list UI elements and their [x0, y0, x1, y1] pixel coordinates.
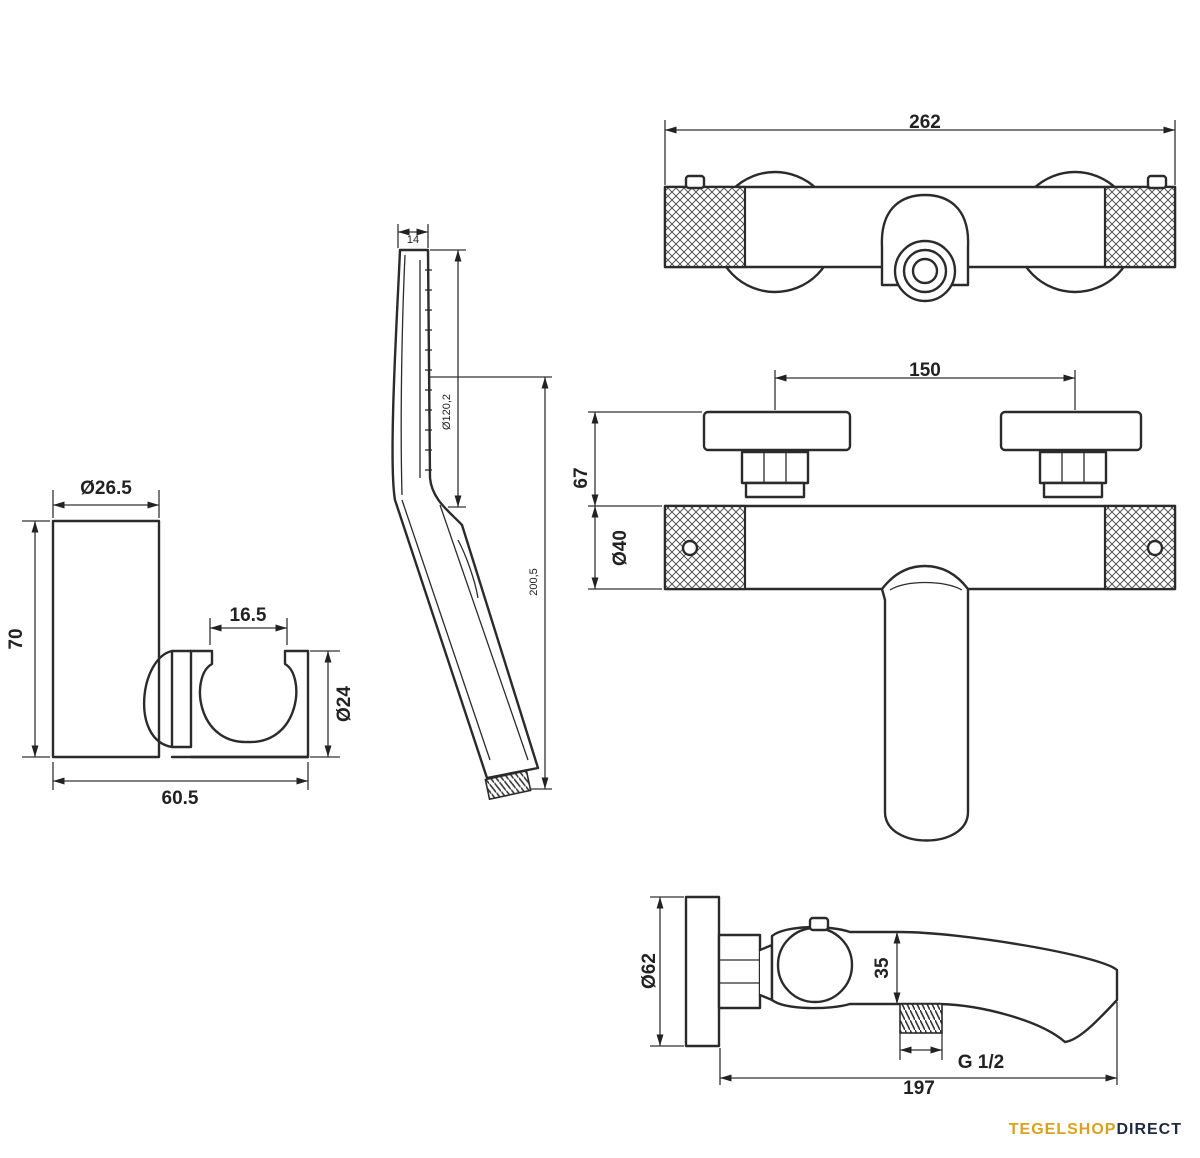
mixer-body-diameter-label: Ø40 [610, 530, 631, 566]
holder-view: Ø26.5 70 16.5 Ø24 60.5 [6, 478, 355, 809]
brand-logo: TEGELSHOPDIRECT [1009, 1121, 1182, 1139]
mixer-side-view: Ø62 35 G 1/2 197 [639, 895, 1119, 1099]
brand-part-2: DIRECT [1116, 1121, 1182, 1138]
side-thread-label: G 1/2 [958, 1052, 1004, 1073]
hand-shower-view: 14 Ø120,2 200,5 [391, 224, 552, 801]
side-spout-offset-label: 35 [872, 957, 893, 979]
holder-clip-diameter-label: Ø24 [334, 686, 355, 722]
hose-thread [484, 769, 532, 801]
side-projection-label: 197 [903, 1078, 935, 1099]
shower-length-label: 200,5 [528, 568, 540, 596]
mixer-centers-label: 150 [909, 360, 941, 381]
holder-clip-width-label: 16.5 [230, 605, 267, 626]
nozzle-row [425, 269, 432, 471]
brand-part-1: TEGELSHOP [1008, 1121, 1117, 1138]
mixer-width-label: 262 [909, 112, 941, 133]
side-handle-diameter-label: Ø62 [639, 953, 660, 989]
shower-head-diameter-label: Ø120,2 [441, 394, 453, 430]
mixer-height-label: 67 [571, 467, 592, 488]
mixer-front-view: 150 67 Ø40 [571, 360, 1177, 842]
holder-diameter-label: Ø26.5 [80, 478, 132, 499]
outlet-thread [899, 1003, 943, 1034]
holder-depth-label: 60.5 [162, 788, 199, 809]
shower-neck-label: 14 [407, 234, 419, 246]
holder-height-label: 70 [6, 628, 27, 649]
mixer-top-view: 262 [663, 112, 1177, 303]
